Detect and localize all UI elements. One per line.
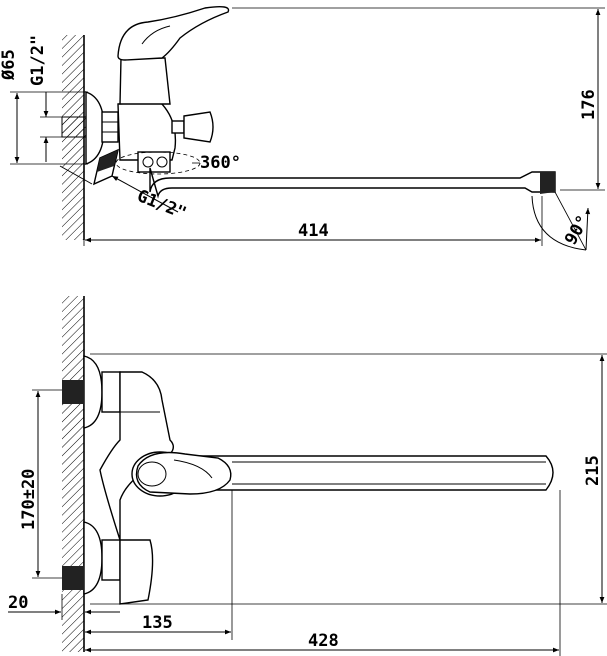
thread-label-angled: G1/2" — [134, 186, 189, 224]
spout-arm-front — [199, 455, 554, 491]
lower-flange — [83, 521, 103, 595]
height-label: 176 — [579, 89, 599, 120]
threaded-inlet — [61, 116, 87, 138]
wall-hatch-bottom — [62, 296, 84, 652]
offset-label: 20 — [8, 593, 28, 613]
diverter-stem — [171, 120, 185, 134]
bottom-view: 170±20 215 20 135 428 — [8, 296, 607, 656]
length-label: 428 — [308, 631, 339, 651]
handle-lever-front — [135, 451, 232, 495]
width-label: 414 — [298, 221, 329, 241]
handle-lever — [117, 5, 230, 61]
thread-label-vertical: G1/2" — [28, 35, 48, 86]
angle-label: 90° — [561, 212, 594, 249]
aerator — [540, 172, 555, 194]
cartridge-housing — [119, 57, 171, 105]
upper-flange — [83, 355, 103, 429]
center-label: 135 — [142, 613, 173, 633]
upper-inlet-block — [62, 380, 84, 404]
lower-inlet-block — [62, 566, 84, 590]
spacing-label: 170±20 — [19, 469, 39, 530]
top-view: 360° Ø65 G1/2" G1/2" 176 414 90° — [0, 5, 605, 251]
diameter-label: Ø65 — [0, 49, 19, 81]
diverter-knob — [183, 111, 214, 143]
depth-label: 215 — [583, 455, 603, 486]
rotation-label: 360° — [200, 153, 241, 173]
hex-nut — [101, 111, 119, 143]
